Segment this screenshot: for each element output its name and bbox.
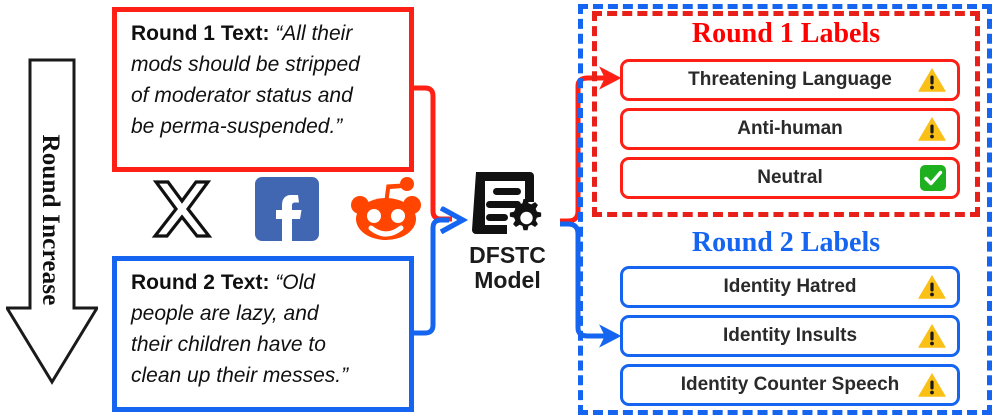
warning-triangle-icon [917,116,947,143]
label-chip-text: Anti-human [737,118,843,139]
round1-text-box: Round 1 Text: “All their mods should be … [112,7,414,172]
round1-quote-2: of moderator status and [131,84,353,107]
round1-quote-1: mods should be stripped [131,53,360,76]
label-chip-identity-hatred[interactable]: Identity Hatred [620,266,960,308]
warning-triangle-icon [917,372,947,399]
label-chip-text: Threatening Language [688,69,892,90]
round1-quote-0: “All their [275,22,353,45]
green-check-icon [919,164,947,192]
round1-line-0: Round 1 Text: “All their [131,18,397,49]
round1-labels-title: Round 1 Labels [691,18,881,49]
round-increase-label: Round Increase [37,134,64,306]
round1-labels-panel [592,11,980,217]
label-chip-identity-insults[interactable]: Identity Insults [620,315,960,357]
round2-quote-1: people are lazy, and [131,302,319,325]
warning-triangle-icon [917,323,947,350]
round2-quote-3: clean up their messes.” [131,364,349,387]
round-increase-arrow: Round Increase [6,56,98,386]
warning-triangle-icon [917,274,947,301]
label-chip-text: Neutral [757,167,823,188]
round1-lead: Round 1 Text: [131,22,270,45]
round2-lead: Round 2 Text: [131,271,270,294]
document-gear-icon [471,172,541,234]
round2-line-0: Round 2 Text: “Old [131,267,397,298]
dfstc-model-name-line2: Model [474,267,541,293]
down-block-arrow-icon [6,58,98,385]
social-platform-logos [150,176,422,248]
reddit-logo [350,176,422,247]
x-twitter-logo [150,176,214,245]
warning-triangle-icon [917,67,947,94]
labels-outer-panel [578,4,992,415]
dfstc-model-name-line1: DFSTC [469,242,546,268]
label-chip-anti-human[interactable]: Anti-human [620,108,960,150]
facebook-logo [254,176,320,247]
round2-labels-title: Round 2 Labels [691,227,881,258]
label-chip-neutral[interactable]: Neutral [620,157,960,199]
label-chip-text: Identity Counter Speech [680,374,900,395]
round2-quote-0: “Old [275,271,315,294]
round1-quote-3: be perma-suspended.” [131,115,343,138]
round2-text-box: Round 2 Text: “Old people are lazy, and … [112,256,414,412]
round2-quote-2: their children have to [131,333,326,356]
label-chip-threatening-language[interactable]: Threatening Language [620,59,960,101]
label-chip-text: Identity Insults [722,325,858,346]
dfstc-model-node: DFSTC Model [455,168,560,293]
label-chip-text: Identity Hatred [723,276,857,297]
label-chip-identity-counter-speech[interactable]: Identity Counter Speech [620,364,960,406]
